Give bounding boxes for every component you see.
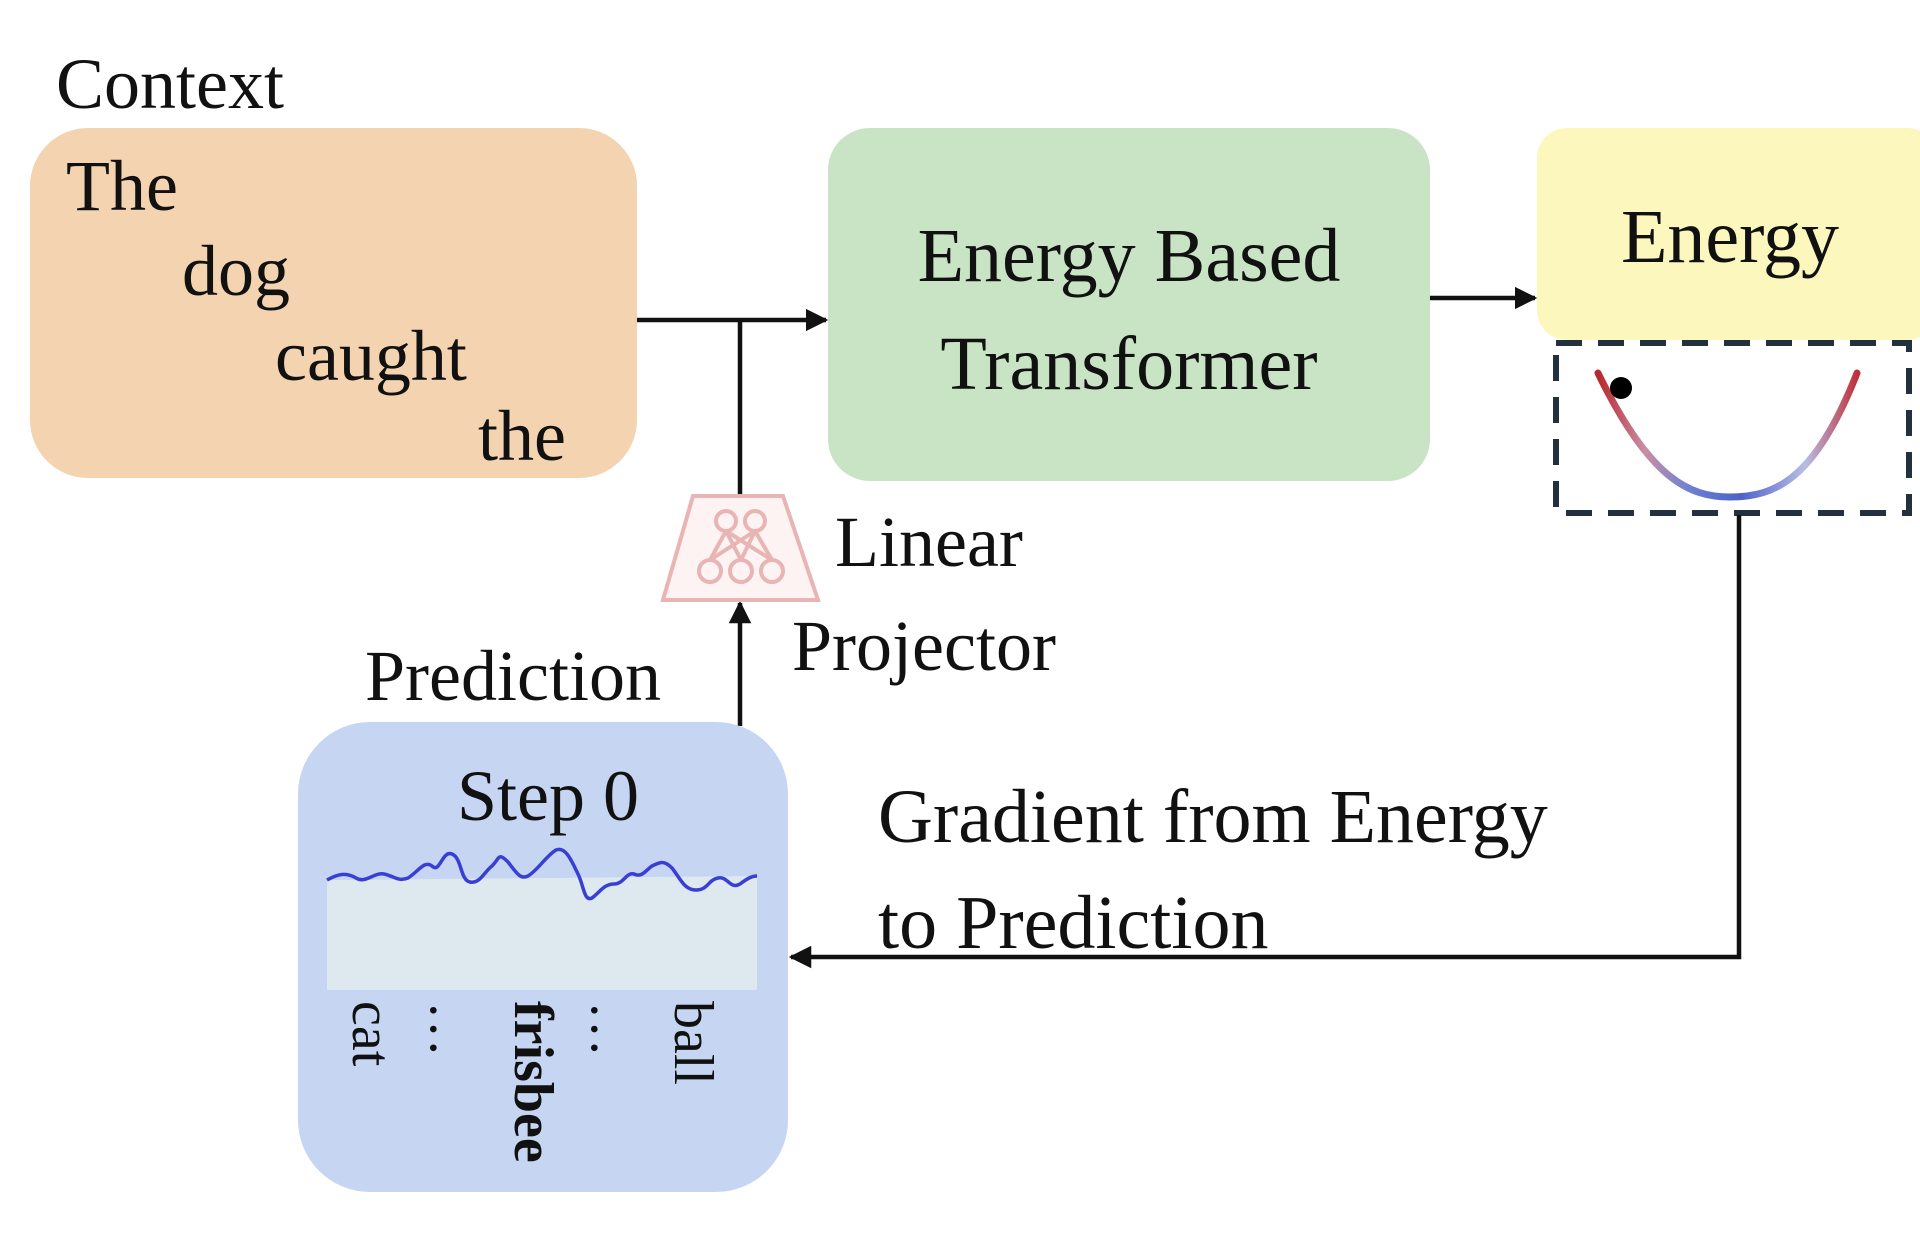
neural-network-trapezoid-icon: [660, 494, 821, 602]
token-ellipsis-1: …: [418, 1001, 480, 1057]
gradient-label-line1: Gradient from Energy: [878, 775, 1548, 859]
projector-label-line2: Projector: [792, 606, 1056, 686]
transformer-title-line1: Energy Based: [918, 214, 1341, 298]
token-ellipsis-2: …: [579, 1001, 641, 1057]
gradient-feedback-arrow: [788, 515, 1742, 969]
prediction-label: Prediction: [365, 636, 661, 716]
energy-label: Energy: [1621, 195, 1839, 279]
token-label-ball: ball: [662, 1001, 724, 1085]
gradient-label-line2: to Prediction: [878, 881, 1269, 965]
context-title: Context: [56, 44, 284, 124]
distribution-curve: [326, 847, 758, 901]
context-box: [30, 128, 637, 478]
token-label-frisbee: frisbee: [502, 1001, 564, 1163]
energy-ball-marker: [1610, 377, 1632, 399]
context-word-4: the: [478, 396, 566, 476]
transformer-box: [828, 128, 1430, 481]
token-label-cat: cat: [340, 1001, 402, 1067]
context-word-3: caught: [275, 316, 467, 396]
energy-landscape-box: [1553, 340, 1912, 516]
prediction-step-label: Step 0: [457, 756, 639, 836]
energy-box: [1537, 128, 1920, 340]
context-word-2: dog: [182, 231, 290, 311]
projector-label-line1: Linear: [835, 502, 1023, 582]
energy-bowl-curve: [1594, 369, 1861, 501]
transformer-title-line2: Transformer: [940, 322, 1317, 406]
distribution-fill: [327, 876, 757, 990]
context-word-1: The: [66, 146, 178, 226]
prediction-distribution: [326, 847, 758, 990]
